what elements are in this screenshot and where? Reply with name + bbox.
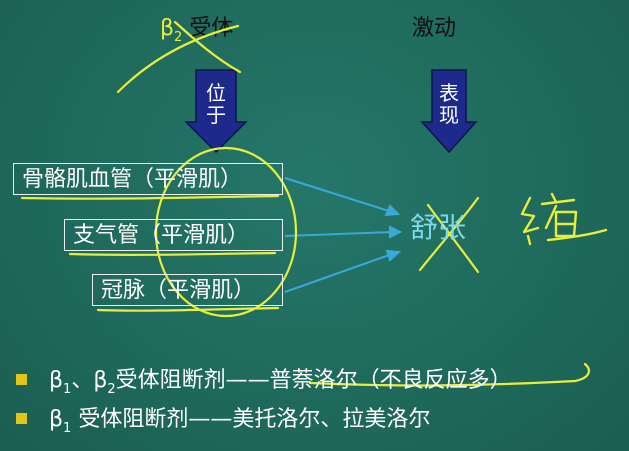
handwritten-correction (520, 192, 608, 246)
manifests-as-label: 表 现 (439, 81, 459, 127)
effect-relaxation: 舒张 (410, 211, 467, 244)
underline-box-1 (20, 194, 280, 200)
tissue-box-coronary: 冠脉（平滑肌） (92, 274, 283, 306)
cross-mark-effect-a (418, 196, 480, 272)
connector-arrows (284, 177, 403, 293)
located-in-label: 位 于 (206, 81, 226, 127)
handwritten-annotations (20, 20, 590, 387)
connector-arrow-1 (284, 177, 393, 213)
underline-propranolol (308, 362, 590, 387)
bullet-square-icon (16, 373, 27, 385)
cross-mark-heading-b (116, 24, 240, 94)
note-selective-blocker: β1 受体阻断剂——美托洛尔、拉美洛尔 (16, 401, 430, 436)
bullet-square-icon (16, 412, 27, 424)
excite-heading: 激动 (412, 16, 457, 41)
tissue-box-skeletal-muscle-vessels: 骨骼肌血管（平滑肌） (13, 163, 283, 195)
underline-box-2 (68, 251, 277, 256)
receptor-heading: β2 受体 (160, 16, 234, 45)
connector-arrowhead-3 (385, 249, 402, 262)
connector-arrow-3 (284, 253, 393, 293)
cross-mark-effect-b (426, 203, 480, 274)
underline-box-3 (96, 306, 280, 312)
cross-mark-heading-a (173, 20, 242, 74)
located-in-arrow (184, 69, 248, 154)
smooth-muscle-circle (154, 146, 298, 318)
receptor-heading-text: 受体 (189, 16, 234, 41)
connector-arrowhead-2 (389, 225, 403, 239)
connector-arrow-2 (284, 231, 394, 237)
receptor-beta: β2 (160, 16, 183, 45)
connector-arrowhead-1 (384, 204, 401, 217)
tissue-box-bronchi: 支气管（平滑肌） (64, 219, 283, 251)
note-nonselective-blocker: β1、β2受体阻断剂——普萘洛尔（不良反应多） (16, 362, 512, 397)
manifests-as-arrow (420, 69, 478, 154)
